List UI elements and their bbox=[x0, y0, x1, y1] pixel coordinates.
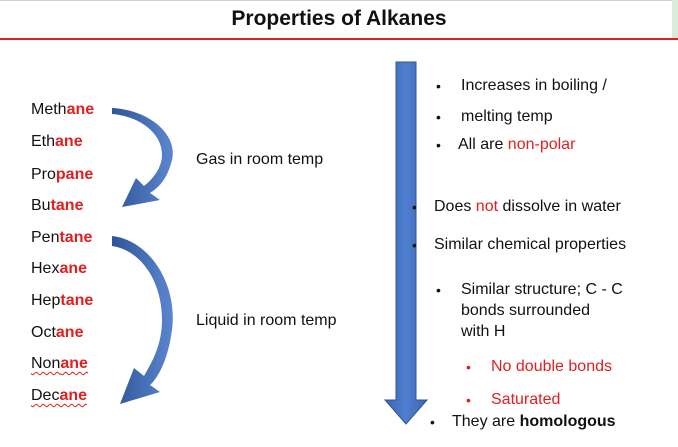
title-underline-rule bbox=[0, 38, 678, 40]
gas-label: Gas in room temp bbox=[196, 151, 324, 168]
liquid-label: Liquid in room temp bbox=[196, 312, 337, 329]
alkane-pentane: Pentane bbox=[31, 229, 93, 246]
alkane-methane: Methane bbox=[31, 101, 95, 118]
alkane-butane: Butane bbox=[31, 197, 84, 214]
alkane-ethane: Ethane bbox=[31, 133, 83, 150]
vertical-down-arrow bbox=[383, 61, 429, 425]
liquid-curved-arrow bbox=[112, 236, 173, 404]
alkane-nonane: Nonane bbox=[31, 355, 88, 372]
alkane-decane: Decane bbox=[31, 387, 88, 404]
alkane-octane: Octane bbox=[31, 324, 84, 341]
page-title: Properties of Alkanes bbox=[231, 7, 447, 30]
right-edge-strip bbox=[672, 0, 678, 38]
gas-curved-arrow bbox=[112, 108, 173, 207]
alkane-propane: Propane bbox=[31, 166, 94, 183]
alkane-hexane: Hexane bbox=[31, 260, 88, 277]
top-border bbox=[0, 0, 678, 1]
alkane-heptane: Heptane bbox=[31, 292, 94, 309]
